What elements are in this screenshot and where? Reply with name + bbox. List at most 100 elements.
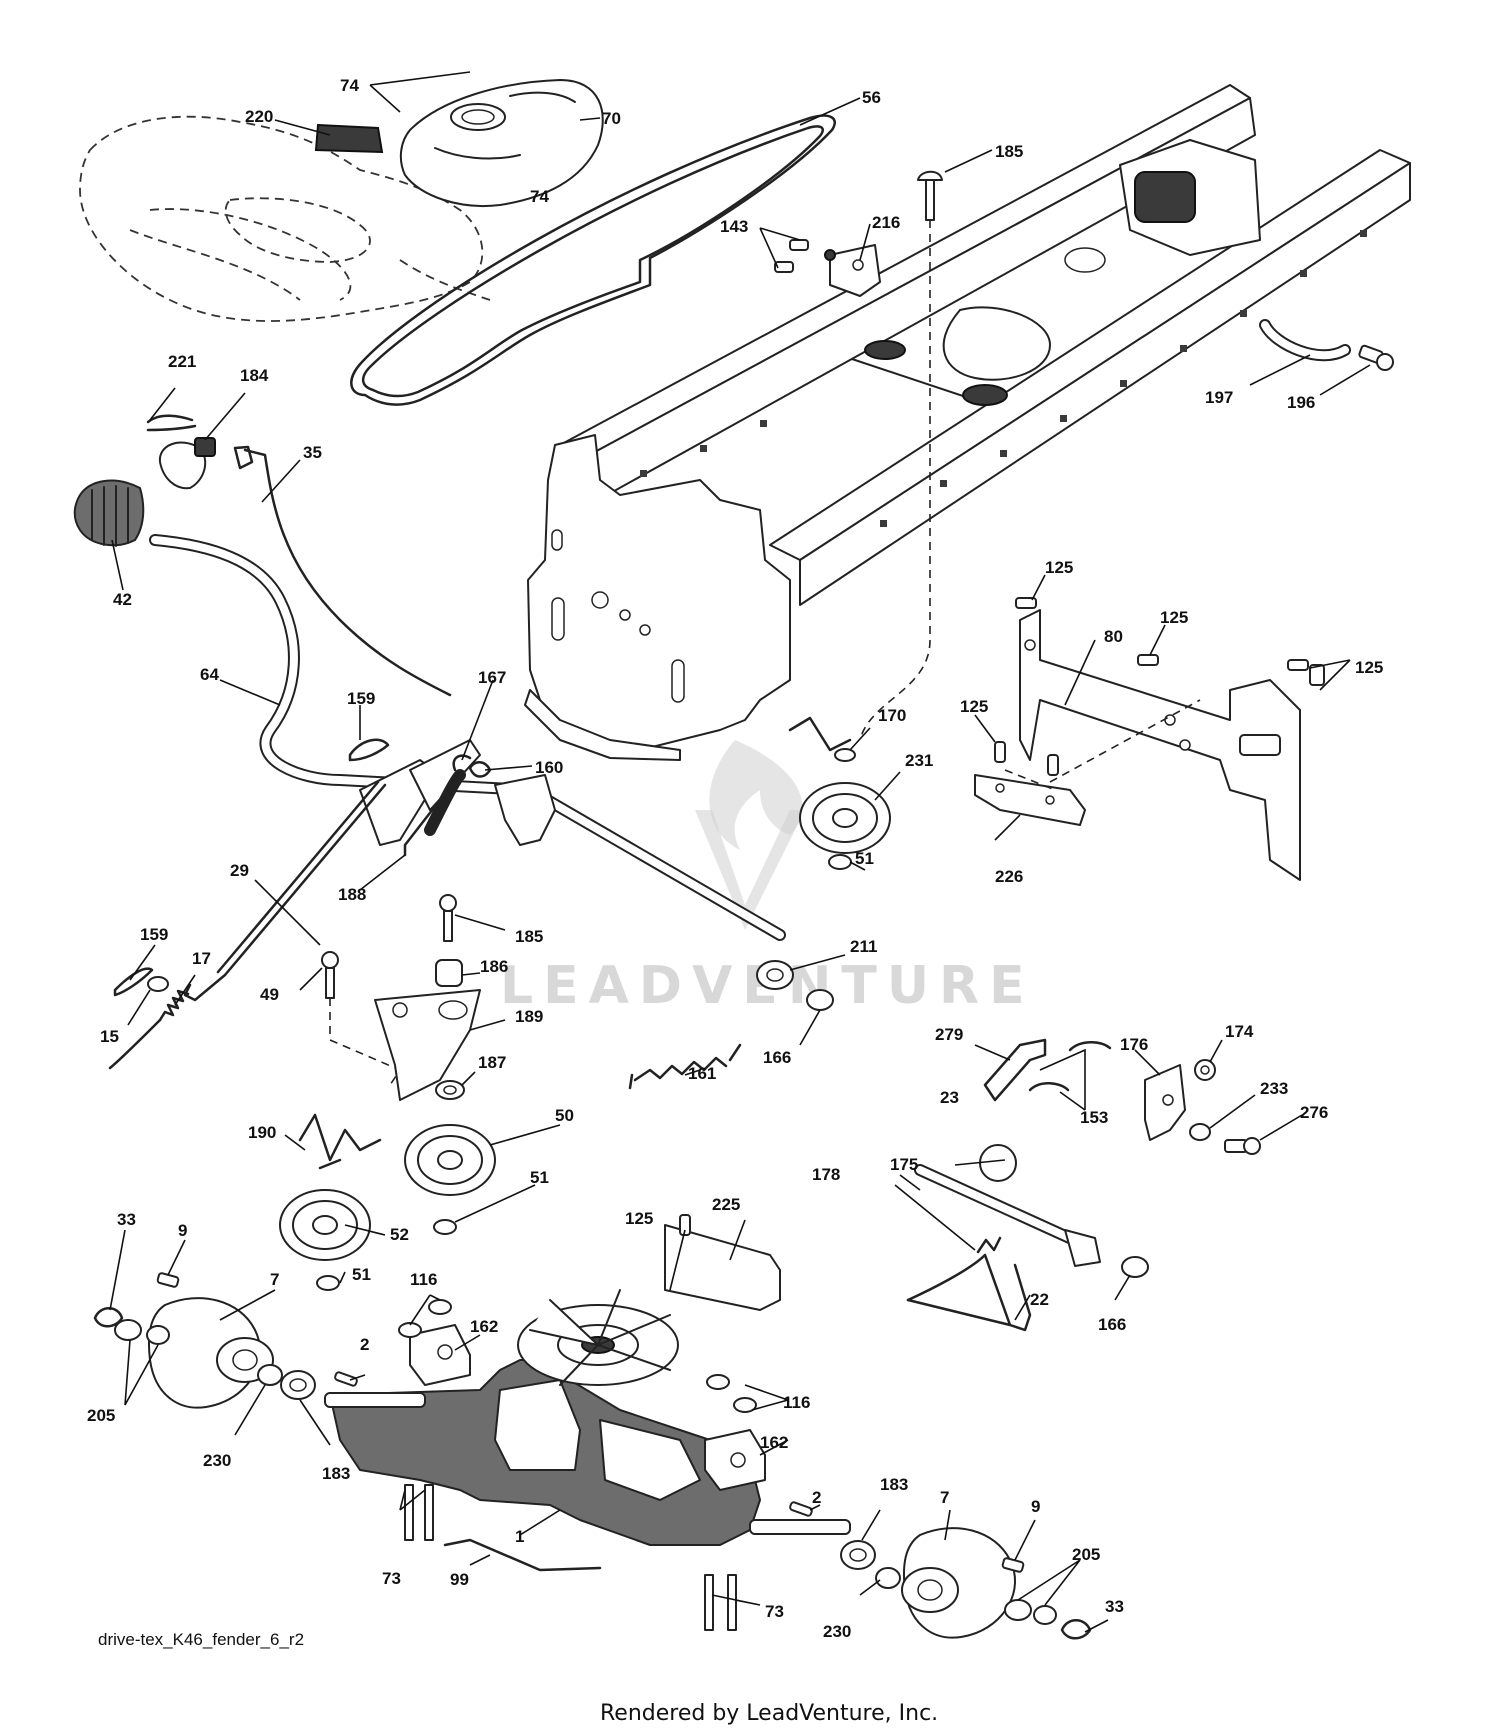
callout-175: 175 — [890, 1155, 918, 1174]
callout-159: 159 — [140, 925, 168, 944]
knob-184 — [158, 437, 216, 490]
callout-125: 125 — [960, 697, 988, 716]
bracket-162-right — [704, 1429, 766, 1491]
callout-2: 2 — [812, 1488, 821, 1507]
hub-7-right — [901, 1527, 1016, 1639]
callout-197: 197 — [1205, 388, 1233, 407]
pulley-52 — [279, 1189, 371, 1261]
bushing-183-right — [840, 1540, 876, 1570]
callout-50: 50 — [555, 1106, 574, 1125]
bolts-125 — [994, 597, 1325, 791]
callout-160: 160 — [535, 758, 563, 777]
washer-174 — [1194, 1059, 1216, 1081]
bracket-190 — [298, 1113, 382, 1170]
callout-205: 205 — [87, 1406, 115, 1425]
clips-153 — [1028, 1041, 1112, 1092]
bolt-49 — [321, 951, 402, 1086]
callout-7: 7 — [940, 1488, 949, 1507]
callout-225: 225 — [712, 1195, 740, 1214]
callout-276: 276 — [1300, 1103, 1328, 1122]
callout-35: 35 — [303, 443, 322, 462]
callout-125: 125 — [1045, 558, 1073, 577]
washers-205-right — [1004, 1599, 1057, 1625]
callout-51: 51 — [530, 1168, 549, 1187]
idler-arm-189 — [374, 989, 481, 1101]
nuts-116 — [398, 1299, 757, 1413]
spring-161 — [628, 1043, 742, 1090]
bushing-183-left — [280, 1370, 316, 1400]
bolt-185-top — [859, 170, 943, 741]
callout-230: 230 — [823, 1622, 851, 1641]
callout-143: 143 — [720, 217, 748, 236]
pin-159-lower — [113, 967, 154, 997]
callout-187: 187 — [478, 1053, 506, 1072]
tractor-frame — [524, 84, 1411, 761]
transaxle-1 — [324, 1289, 851, 1546]
pulley-50 — [404, 1124, 496, 1196]
shaft-175 — [914, 1164, 1101, 1267]
callout-190: 190 — [248, 1123, 276, 1142]
cooling-fan — [517, 1289, 679, 1386]
rod-99 — [443, 1538, 602, 1572]
callout-183: 183 — [322, 1464, 350, 1483]
washers-205-left — [114, 1319, 170, 1345]
washer-230-right — [875, 1567, 901, 1589]
washer-166-lower — [1121, 1256, 1149, 1278]
callout-216: 216 — [872, 213, 900, 232]
callout-185: 185 — [995, 142, 1023, 161]
callout-51: 51 — [352, 1265, 371, 1284]
callout-185: 185 — [515, 927, 543, 946]
callout-labels: 74 220 70 56 74 185 143 216 197 196 221 … — [87, 76, 1383, 1641]
callout-99: 99 — [450, 1570, 469, 1589]
callout-125: 125 — [625, 1209, 653, 1228]
clip-167 — [452, 754, 472, 772]
drive-belt-56 — [350, 114, 836, 406]
callout-205: 205 — [1072, 1545, 1100, 1564]
callout-23: 23 — [940, 1088, 959, 1107]
callout-233: 233 — [1260, 1079, 1288, 1098]
lever-assembly — [348, 738, 556, 857]
callout-166: 166 — [763, 1048, 791, 1067]
callout-174: 174 — [1225, 1022, 1254, 1041]
callout-125: 125 — [1160, 608, 1188, 627]
bolt-9-right — [1001, 1557, 1025, 1573]
callout-279: 279 — [935, 1025, 963, 1044]
callout-56: 56 — [862, 88, 881, 107]
fender-outline — [79, 115, 491, 322]
callout-1: 1 — [515, 1527, 524, 1546]
callout-220: 220 — [245, 107, 273, 126]
callout-189: 189 — [515, 1007, 543, 1026]
leader-lines — [109, 71, 1371, 1633]
callout-73: 73 — [765, 1602, 784, 1621]
callout-188: 188 — [338, 885, 366, 904]
callout-33: 33 — [117, 1210, 136, 1229]
callout-178: 178 — [812, 1165, 840, 1184]
callout-153: 153 — [1080, 1108, 1108, 1127]
bracket-176 — [1144, 1064, 1186, 1141]
plate-226 — [974, 774, 1086, 826]
callout-167: 167 — [478, 668, 506, 687]
footer-credit: Rendered by LeadVenture, Inc. — [600, 1701, 938, 1726]
callout-125: 125 — [1355, 658, 1383, 677]
callout-74: 74 — [530, 187, 549, 206]
callout-231: 231 — [905, 751, 933, 770]
keys-2 — [334, 1371, 813, 1517]
callout-22: 22 — [1030, 1290, 1049, 1309]
nut-51-lower — [316, 1275, 340, 1291]
washer-230-left — [257, 1364, 283, 1386]
shaft-64 — [149, 534, 786, 941]
callout-159: 159 — [347, 689, 375, 708]
callout-166: 166 — [1098, 1315, 1126, 1334]
rod-188 — [403, 798, 442, 857]
callout-226: 226 — [995, 867, 1023, 886]
diagram-id: drive-tex_K46_fender_6_r2 — [98, 1630, 304, 1649]
callout-221: 221 — [168, 352, 196, 371]
callout-51: 51 — [855, 849, 874, 868]
washer-233 — [1189, 1123, 1211, 1141]
callout-7: 7 — [270, 1270, 279, 1289]
bracket-216 — [774, 239, 881, 297]
callout-64: 64 — [200, 665, 219, 684]
spring-17 — [108, 989, 190, 1070]
bolt-185-mid — [439, 894, 457, 942]
